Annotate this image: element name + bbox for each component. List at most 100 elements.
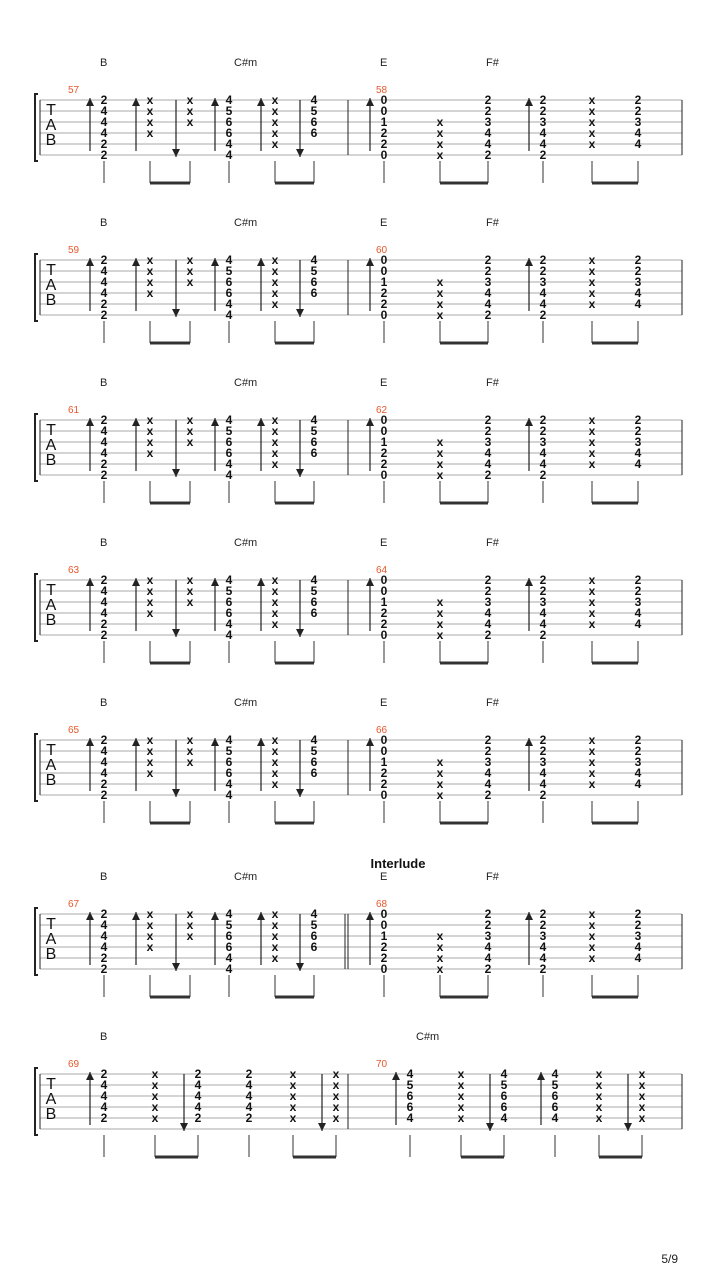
fret-number: x	[596, 1078, 603, 1092]
fret-number: 2	[635, 584, 642, 598]
fret-number: 4	[501, 1111, 508, 1125]
fret-number: x	[187, 413, 194, 427]
fret-number: x	[589, 584, 596, 598]
fret-number: 4	[101, 584, 108, 598]
fret-number: 2	[635, 104, 642, 118]
system-bracket	[34, 733, 38, 802]
fret-number: 4	[485, 951, 492, 965]
strum-up-arrow-head	[86, 578, 94, 586]
fret-number: x	[152, 1100, 159, 1114]
strum-up-arrow-head	[132, 738, 140, 746]
strum-up-arrow-head	[257, 578, 265, 586]
fret-number: 4	[501, 1067, 508, 1081]
fret-number: 4	[311, 733, 318, 747]
strum-down-arrow-head	[296, 963, 304, 971]
fret-number: 6	[226, 929, 233, 943]
fret-number: 4	[101, 446, 108, 460]
fret-number: 4	[101, 424, 108, 438]
strum-down-arrow-head	[296, 309, 304, 317]
fret-number: 4	[485, 606, 492, 620]
fret-number: x	[589, 104, 596, 118]
chord-name: F#	[486, 697, 500, 709]
fret-number: 4	[635, 126, 642, 140]
fret-number: 2	[635, 253, 642, 267]
fret-number: 4	[101, 286, 108, 300]
fret-number: 2	[381, 606, 388, 620]
fret-number: x	[589, 446, 596, 460]
fret-number: 4	[195, 1078, 202, 1092]
strum-up-arrow-head	[257, 738, 265, 746]
fret-number: 5	[226, 584, 233, 598]
fret-number: 2	[101, 777, 108, 791]
fret-number: x	[589, 424, 596, 438]
fret-number: 3	[635, 929, 642, 943]
chord-name: B	[100, 537, 107, 549]
strum-up-arrow-head	[211, 98, 219, 106]
fret-number: 4	[485, 777, 492, 791]
system-bracket	[34, 413, 38, 482]
fret-number: 0	[381, 264, 388, 278]
fret-number: 0	[381, 308, 388, 322]
fret-number: 4	[635, 951, 642, 965]
fret-number: x	[596, 1111, 603, 1125]
strum-up-arrow-head	[366, 912, 374, 920]
fret-number: x	[187, 253, 194, 267]
fret-number: 0	[381, 93, 388, 107]
fret-number: x	[596, 1067, 603, 1081]
fret-number: x	[272, 606, 279, 620]
strum-down-arrow-head	[296, 149, 304, 157]
fret-number: x	[589, 126, 596, 140]
fret-number: 2	[101, 93, 108, 107]
strum-up-arrow-head	[211, 258, 219, 266]
fret-number: 2	[101, 573, 108, 587]
fret-number: 6	[226, 115, 233, 129]
strum-up-arrow-head	[525, 98, 533, 106]
strum-up-arrow-head	[132, 912, 140, 920]
fret-number: 2	[381, 766, 388, 780]
fret-number: 6	[226, 606, 233, 620]
fret-number: x	[272, 457, 279, 471]
measure-number: 63	[68, 565, 80, 576]
measure-number: 70	[376, 1059, 388, 1070]
fret-number: 4	[101, 918, 108, 932]
fret-number: x	[147, 595, 154, 609]
fret-number: 5	[226, 264, 233, 278]
fret-number: 6	[311, 595, 318, 609]
fret-number: x	[272, 297, 279, 311]
strum-up-arrow-head	[366, 258, 374, 266]
fret-number: 2	[540, 413, 547, 427]
tab-clef-letter: B	[46, 292, 57, 309]
fret-number: 4	[226, 148, 233, 162]
fret-number: 4	[226, 907, 233, 921]
fret-number: x	[147, 733, 154, 747]
fret-number: 2	[540, 918, 547, 932]
fret-number: 4	[635, 457, 642, 471]
fret-number: 2	[101, 413, 108, 427]
fret-number: 6	[311, 115, 318, 129]
fret-number: 1	[381, 275, 388, 289]
fret-number: x	[187, 264, 194, 278]
fret-number: x	[333, 1067, 340, 1081]
fret-number: 2	[381, 457, 388, 471]
fret-number: 4	[226, 137, 233, 151]
fret-number: 4	[101, 1078, 108, 1092]
fret-number: 6	[501, 1089, 508, 1103]
fret-number: 4	[540, 286, 547, 300]
fret-number: 2	[381, 951, 388, 965]
strum-up-arrow-head	[525, 912, 533, 920]
strum-down-arrow-head	[180, 1123, 188, 1131]
tab-clef-letter: A	[46, 1091, 57, 1108]
fret-number: x	[437, 137, 444, 151]
strum-down-arrow-head	[172, 469, 180, 477]
tab-clef-letter: T	[46, 916, 56, 933]
fret-number: 2	[635, 733, 642, 747]
fret-number: 4	[540, 777, 547, 791]
strum-up-arrow-head	[366, 578, 374, 586]
fret-number: 4	[101, 115, 108, 129]
fret-number: x	[437, 148, 444, 162]
tab-clef-letter: A	[46, 277, 57, 294]
fret-number: x	[152, 1089, 159, 1103]
fret-number: x	[589, 940, 596, 954]
fret-number: 4	[246, 1078, 253, 1092]
fret-number: 6	[311, 446, 318, 460]
